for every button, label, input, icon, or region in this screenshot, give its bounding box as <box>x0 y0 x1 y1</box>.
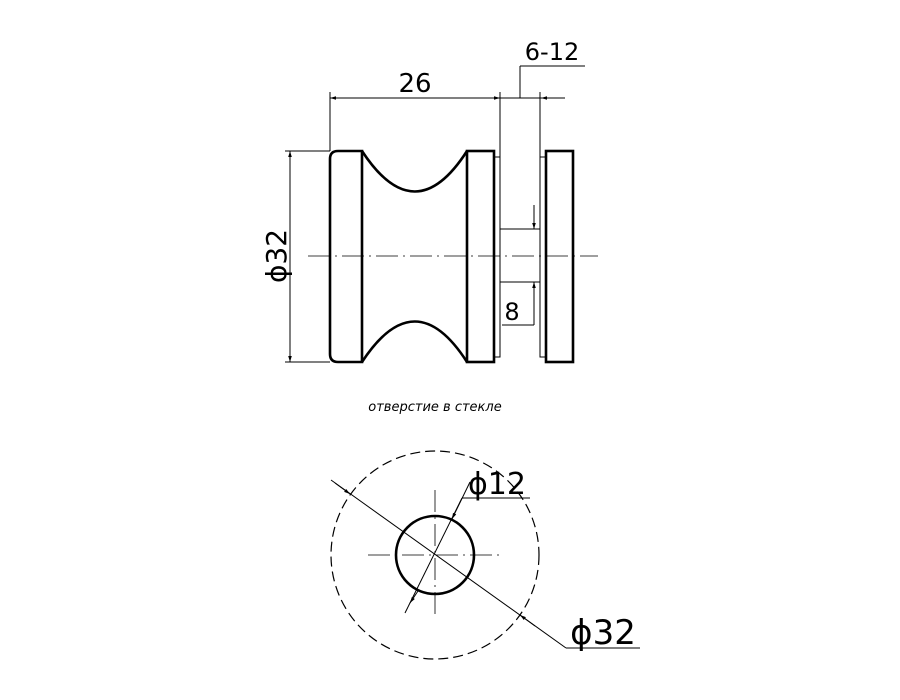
dim-outer-label: ϕ32 <box>570 613 636 653</box>
dimension-outer-32: ϕ32 <box>330 479 640 653</box>
shaft <box>499 228 541 283</box>
outer-flange <box>544 149 575 364</box>
dimension-6-12: 6-12 <box>500 38 585 157</box>
dim-length-label: 26 <box>398 69 431 99</box>
dimension-diameter-32: ϕ32 <box>260 150 330 363</box>
side-view: 26 6-12 ϕ32 8 <box>260 38 598 364</box>
dim-hole-label: ϕ12 <box>468 467 526 502</box>
dim-thickness-label: 6-12 <box>525 38 579 66</box>
spool-body-top <box>360 150 469 193</box>
dimension-hole-12: ϕ12 <box>404 467 530 614</box>
hole-view: ϕ12 ϕ32 <box>330 450 640 660</box>
inner-flange <box>465 149 496 364</box>
dimension-8: 8 <box>502 205 536 326</box>
spool-body-bottom <box>360 320 469 363</box>
dim-diameter-label: ϕ32 <box>260 229 293 283</box>
dim-shaft-label: 8 <box>504 298 519 326</box>
dimension-26: 26 <box>329 69 501 157</box>
outer-dashed-circle <box>330 450 540 660</box>
hole-caption: отверстие в стекле <box>368 400 501 415</box>
left-flange <box>328 149 364 364</box>
